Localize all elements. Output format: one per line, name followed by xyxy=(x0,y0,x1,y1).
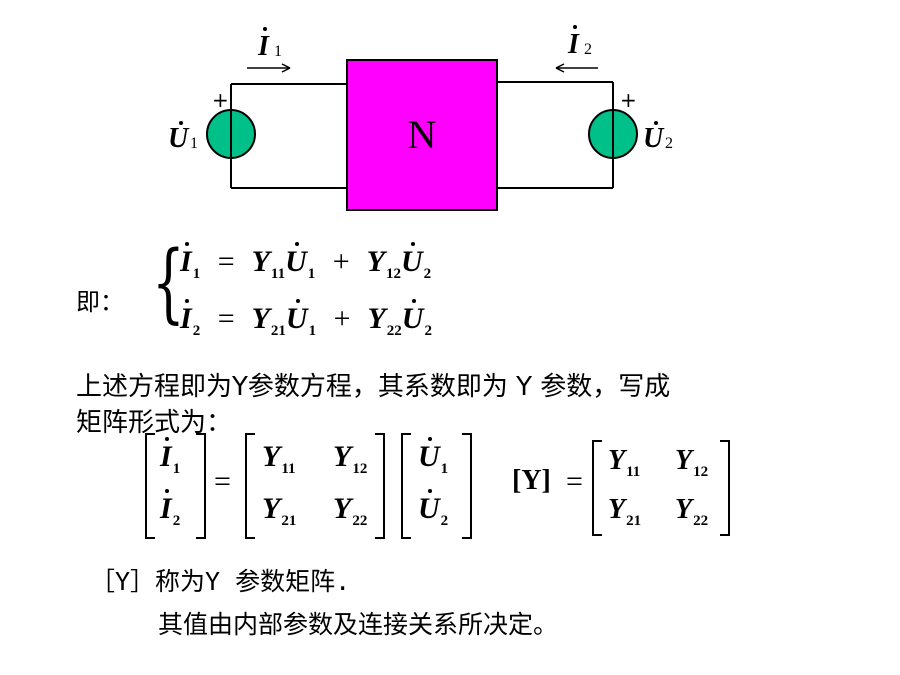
y-21: Y21 xyxy=(262,492,297,529)
current-label-right-sub: 2 xyxy=(584,41,592,58)
equation-brace: { xyxy=(152,233,185,333)
u-vec-1: U1 xyxy=(418,437,449,477)
voltage-label-right: U xyxy=(643,123,665,154)
network-label: N xyxy=(408,112,437,157)
current-label-left: I xyxy=(257,31,270,62)
voltage-label-left: U xyxy=(168,123,190,154)
text-line-3: ［Y］称为Y 参数矩阵. xyxy=(90,567,351,596)
eq1-lhs: I xyxy=(180,242,192,278)
y-11: Y11 xyxy=(262,440,296,477)
equation-1: I1 = Y11U1 + Y12U2 xyxy=(180,242,432,282)
y2-22: Y22 xyxy=(675,494,709,529)
y2-11: Y11 xyxy=(608,445,641,480)
voltage-label-right-sub: 2 xyxy=(665,135,673,152)
y-22: Y22 xyxy=(333,492,368,529)
eq2-lhs: I xyxy=(180,299,192,335)
text-line-1: 上述方程即为Y参数方程，其系数即为 Y 参数，写成 xyxy=(76,372,671,402)
equation-prefix: 即： xyxy=(76,288,124,316)
network-box xyxy=(346,59,498,211)
y2-21: Y21 xyxy=(608,494,642,529)
current-label-left-sub: 1 xyxy=(274,43,282,60)
i-vec-1: I1 xyxy=(160,437,181,477)
matrix-equals: = xyxy=(214,465,231,498)
plus-left: + xyxy=(212,88,229,112)
u-vec-2: U2 xyxy=(418,489,449,529)
current-label-right: I xyxy=(567,29,580,60)
y-label-equals: = xyxy=(566,465,583,498)
equation-2: I2 = Y21U1 + Y22U2 xyxy=(180,299,432,339)
y-label: [Y] xyxy=(512,465,551,496)
plus-right: + xyxy=(620,88,637,112)
y2-12: Y12 xyxy=(675,445,709,480)
y-12: Y12 xyxy=(333,440,368,477)
voltage-label-left-sub: 1 xyxy=(190,135,198,152)
text-line-4: 其值由内部参数及连接关系所决定。 xyxy=(158,610,559,639)
i-vec-2: I2 xyxy=(160,489,181,529)
two-port-circuit: N + + I 1 I 2 U 1 U 2 xyxy=(168,25,673,211)
